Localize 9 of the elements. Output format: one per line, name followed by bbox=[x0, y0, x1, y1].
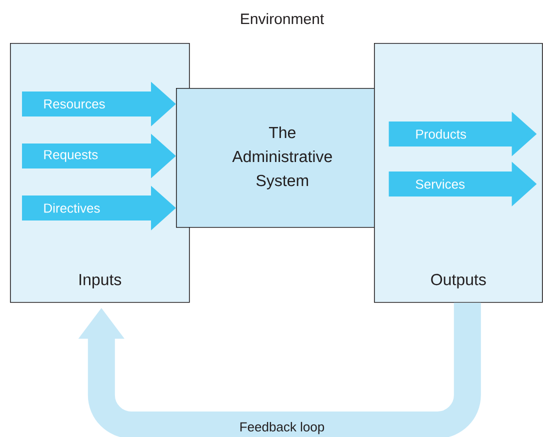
arrow-label: Products bbox=[414, 128, 468, 140]
edge-label: Feedback loop bbox=[238, 420, 326, 436]
title: Environment bbox=[241, 13, 324, 24]
arrow-label: Directives bbox=[42, 202, 102, 214]
arrow-label: Services bbox=[414, 178, 466, 190]
feedback-arrow bbox=[78, 302, 481, 437]
system-box: The Administrative System bbox=[176, 88, 389, 228]
arrow-label: Requests bbox=[42, 149, 100, 163]
arrow-label: Resources bbox=[42, 98, 106, 110]
